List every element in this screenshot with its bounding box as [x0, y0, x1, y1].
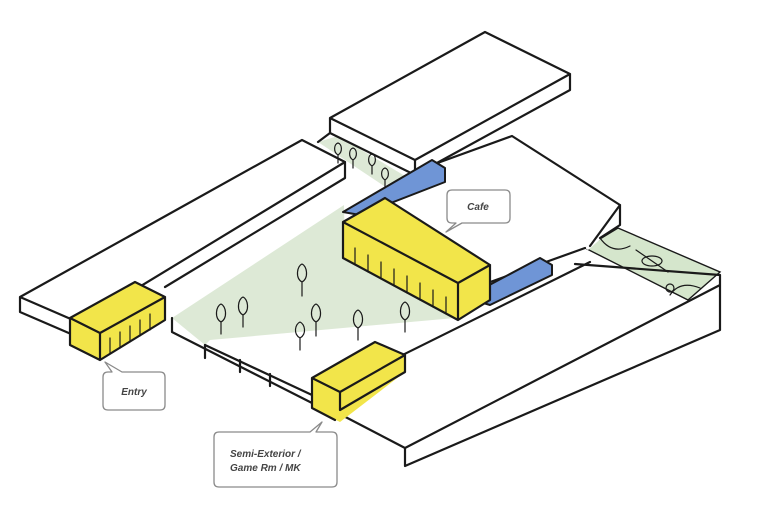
- tree-icon: [296, 263, 308, 297]
- entry-volume: [68, 280, 167, 362]
- tree-icon: [352, 309, 364, 341]
- north-courtyard: [318, 136, 405, 186]
- semi-exterior-volume: [310, 340, 407, 422]
- cafe-callout: Cafe: [445, 189, 511, 233]
- tree-icon: [237, 296, 249, 328]
- cafe-volume: [341, 196, 492, 322]
- tree-icon: [399, 301, 411, 333]
- tree-icon: [334, 142, 342, 164]
- south-slab: [170, 260, 722, 468]
- semi-exterior-label-line2: Game Rm / MK: [230, 463, 301, 474]
- tree-icon: [310, 303, 322, 337]
- courtyard-trees: [215, 142, 411, 351]
- tree-icon: [294, 321, 306, 351]
- cafe-label: Cafe: [467, 202, 489, 213]
- entry-callout: Entry: [102, 361, 166, 411]
- court-markings: [599, 237, 701, 296]
- semi-exterior-label-line1: Semi-Exterior /: [230, 449, 302, 460]
- tree-icon: [381, 167, 389, 189]
- tree-icon: [215, 303, 227, 335]
- tree-icon: [368, 153, 376, 175]
- central-courtyard: [172, 205, 455, 345]
- semi-exterior-callout: Semi-Exterior / Game Rm / MK: [213, 421, 338, 488]
- entry-label: Entry: [121, 387, 147, 398]
- tree-icon: [349, 147, 357, 169]
